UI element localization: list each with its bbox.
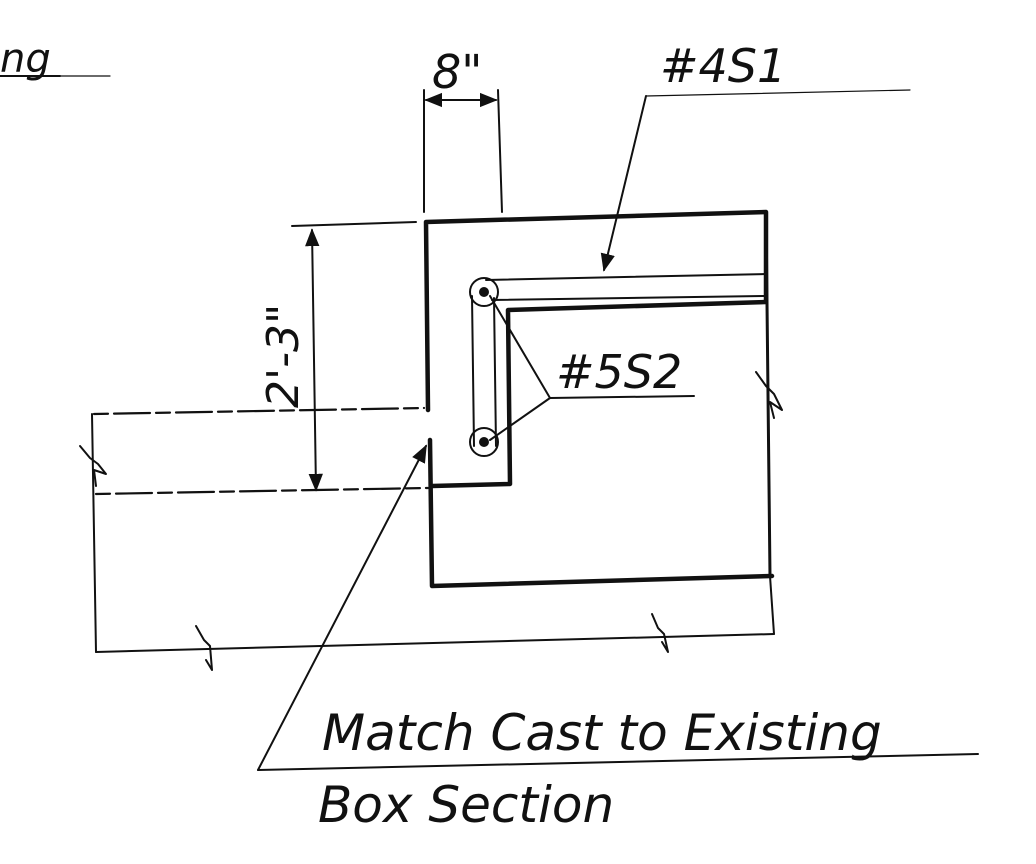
bar-4s1-label: #4S1	[660, 39, 786, 93]
width-dimension-label: 8"	[432, 45, 482, 99]
break-mark-bottom-right	[651, 613, 669, 653]
note-line-2: Box Section	[318, 776, 614, 834]
bar-circle-bottom	[469, 427, 499, 457]
bar-5s2-leader-horizontal	[549, 395, 695, 399]
new-section-right-edge	[764, 210, 772, 578]
bar-5s2-leader-bottom	[489, 397, 551, 441]
partial-heading: ng	[0, 36, 51, 82]
break-mark-bottom-left	[195, 625, 213, 671]
note-line-1: Match Cast to Existing	[322, 704, 882, 762]
bar-5s2-label: #5S2	[556, 345, 682, 399]
height-dimension-label: 2'-3"	[258, 304, 309, 408]
bar-5s2	[471, 295, 497, 447]
existing-section-right	[769, 575, 775, 635]
bar-4s1-leader-horizontal	[645, 89, 911, 97]
existing-section-mid	[94, 486, 430, 496]
break-mark-right	[755, 371, 783, 419]
existing-section-top	[92, 406, 426, 416]
width-extension-right	[497, 89, 503, 213]
new-section-outline	[423, 209, 775, 589]
note-leader	[257, 444, 427, 771]
height-dimension-line	[305, 228, 323, 492]
existing-section-left	[91, 413, 97, 653]
bar-circle-top	[469, 277, 499, 307]
note-underline	[257, 753, 979, 771]
height-extension-top	[291, 221, 417, 227]
break-mark-left	[79, 445, 107, 487]
bar-dot-top	[479, 287, 489, 297]
inner-cavity	[429, 299, 769, 489]
bar-4s1-leader	[600, 95, 647, 272]
bar-4s1	[485, 273, 767, 301]
bar-dot-bottom	[479, 437, 489, 447]
bar-5s2-leader-top	[489, 295, 551, 399]
existing-section-bottom	[95, 633, 775, 653]
